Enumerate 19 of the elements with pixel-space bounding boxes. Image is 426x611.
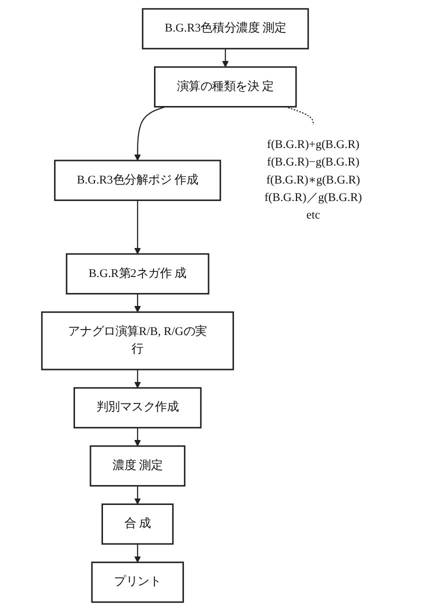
arrow <box>134 106 166 161</box>
arrow <box>222 48 229 68</box>
node-box: 合 成 <box>102 503 174 545</box>
node-box: プリント <box>91 562 184 603</box>
node-box: 判別マスク作成 <box>74 387 202 428</box>
arrow <box>134 428 141 446</box>
node-box: B.G.R第2ネガ作 成 <box>66 253 210 294</box>
arrow <box>134 294 141 312</box>
node-text: f(B.G.R)+g(B.G.R) f(B.G.R)−g(B.G.R) f(B.G.R)∗g(B.G.R) f(B.G.R)／g(B.G.R) etc <box>264 138 362 222</box>
arrow <box>134 200 141 254</box>
node-box: アナグロ演算R/B, R/Gの実行 <box>41 311 234 370</box>
node-box: B.G.R3色積分濃度 測定 <box>142 8 309 50</box>
arrow <box>134 544 141 563</box>
arrow <box>134 370 141 388</box>
connector <box>285 106 314 126</box>
node-box: 演算の種類を決 定 <box>154 66 297 108</box>
arrow <box>134 486 141 504</box>
node-box: 濃度 測定 <box>90 445 186 487</box>
node-box: B.G.R3色分解ポジ 作成 <box>54 160 222 201</box>
